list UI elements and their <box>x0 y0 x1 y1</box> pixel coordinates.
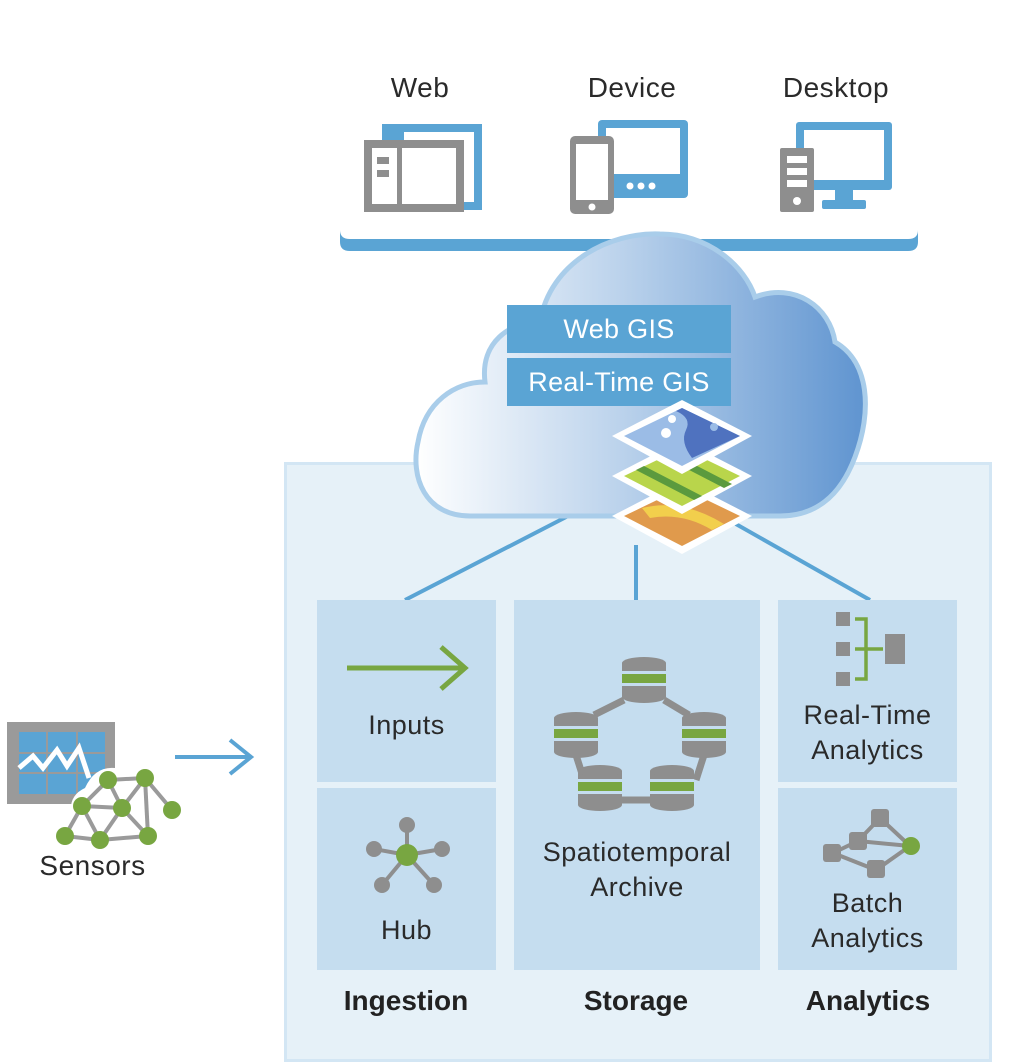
database-cylinder-icon <box>682 712 726 758</box>
storage-title: Storage <box>583 985 689 1016</box>
connector-ingestion <box>404 513 571 602</box>
database-cylinder-icon <box>578 765 622 811</box>
real-time-gis-banner: Real-Time GIS <box>507 358 731 406</box>
real-time-analytics-label-line1: Real-Time <box>803 700 932 730</box>
batch-analytics-label-line2: Analytics <box>811 923 924 953</box>
connector-analytics <box>719 513 871 602</box>
inputs-label: Inputs <box>368 710 445 740</box>
analytics-title: Analytics <box>805 985 931 1016</box>
database-ring-icon <box>554 657 726 811</box>
client-label-desktop: Desktop <box>782 72 890 103</box>
mobile-device-icon <box>570 120 688 214</box>
hub-box[interactable]: Hub <box>317 788 496 970</box>
spatiotemporal-archive-label-line2: Archive <box>590 872 684 902</box>
client-label-web: Web <box>390 72 450 103</box>
spatiotemporal-archive-label-line1: Spatiotemporal <box>542 837 732 867</box>
sensor-arrow-icon <box>175 738 255 776</box>
hub-label: Hub <box>380 915 433 945</box>
hub-icon <box>366 817 450 893</box>
sensor-network-icon <box>7 722 181 849</box>
spatiotemporal-archive-box[interactable]: Spatiotemporal Archive <box>514 600 760 970</box>
database-cylinder-icon <box>622 657 666 703</box>
web-gis-banner: Web GIS <box>507 305 731 353</box>
batch-analytics-label-line1: Batch <box>831 888 904 918</box>
real-time-analytics-label-line2: Analytics <box>811 735 924 765</box>
client-label-device: Device <box>587 72 677 103</box>
database-cylinder-icon <box>650 765 694 811</box>
graph-network-icon <box>823 809 920 878</box>
arrow-right-icon <box>347 645 469 691</box>
map-layers-icon <box>612 400 752 554</box>
stream-merge-icon <box>836 612 905 686</box>
database-cylinder-icon <box>554 712 598 758</box>
sensors-label: Sensors <box>39 850 146 881</box>
web-browser-icon <box>364 124 482 212</box>
inputs-box[interactable]: Inputs <box>317 600 496 782</box>
ingestion-title: Ingestion <box>343 985 469 1016</box>
batch-analytics-box[interactable]: Batch Analytics <box>778 788 957 970</box>
desktop-computer-icon <box>780 122 892 212</box>
real-time-analytics-box[interactable]: Real-Time Analytics <box>778 600 957 782</box>
